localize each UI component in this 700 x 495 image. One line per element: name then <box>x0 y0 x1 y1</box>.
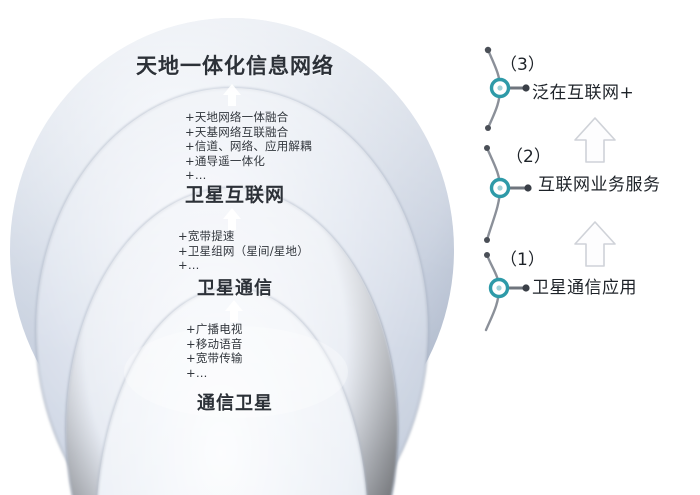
layer-4-title: 通信卫星 <box>197 393 273 414</box>
layer-1-title: 天地一体化信息网络 <box>136 54 334 78</box>
timeline-node-stage-1[interactable] <box>488 277 510 299</box>
up-arrow-lower-icon <box>574 221 616 267</box>
layer-3-bullet-3: +… <box>178 258 200 272</box>
core-highlight <box>124 326 348 418</box>
crest-arrow-1 <box>223 84 241 106</box>
layer-4-shell <box>96 287 368 495</box>
timeline-stage-2-number: （2） <box>506 147 551 167</box>
timeline-node-stage-3[interactable] <box>489 77 511 99</box>
timeline-stage-3-number: （3） <box>500 55 545 75</box>
timeline-progress-arrows <box>574 117 616 267</box>
layer-4-bullet-1: +广播电视 <box>186 322 243 336</box>
layer-4-bullet-4: +… <box>186 365 208 380</box>
layer-2-bullet-4: +通导遥一体化 <box>185 153 266 168</box>
layer-2-bullet-5: +… <box>185 168 207 182</box>
timeline-end-dots <box>484 46 492 258</box>
layer-2-title: 卫星互联网 <box>184 184 285 206</box>
timeline-stage-2-label: 互联网业务服务 <box>538 175 661 195</box>
crest-arrow-2 <box>223 208 241 230</box>
timeline-graphic <box>484 46 616 332</box>
evolution-timeline: （3） 泛在互联网+ （2） 互联网业务服务 （1） 卫星通信应用 <box>470 0 700 495</box>
timeline-stage-3-label: 泛在互联网+ <box>532 83 635 103</box>
timeline-nodes <box>488 77 511 299</box>
layer-3-title: 卫星通信 <box>197 278 273 299</box>
layer-2-bullet-1: +天地网络一体融合 <box>185 110 289 124</box>
timeline-node-stage-2[interactable] <box>489 177 511 199</box>
onion-sphere-graphic <box>10 18 454 495</box>
timeline-stage-1-label: 卫星通信应用 <box>532 278 637 298</box>
layer-2-bullet-3: +信道、网络、应用解耦 <box>185 139 312 153</box>
onion-sphere-labels: 天地一体化信息网络 +天地网络一体融合 +天基网络互联融合 +信道、网络、应用解… <box>136 54 334 414</box>
timeline-connector-dots <box>522 84 532 292</box>
layer-3-bullet-1: +宽带提速 <box>178 229 235 243</box>
layer-3-bullet-2: +卫星组网（星间/星地） <box>178 243 309 258</box>
layer-3-bullets: +宽带提速 +卫星组网（星间/星地） +… <box>178 229 309 273</box>
shell-crest-arrows <box>223 84 243 322</box>
timeline-stage-1-number: （1） <box>500 250 545 270</box>
crest-arrow-3 <box>225 300 243 322</box>
layer-4-bullets: +广播电视 +移动语音 +宽带传输 +… <box>186 322 243 380</box>
layer-2-bullet-2: +天基网络互联融合 <box>185 124 289 139</box>
up-arrow-upper-icon <box>574 117 616 163</box>
layer-4-bullet-3: +宽带传输 <box>186 351 243 365</box>
layer-2-bullets: +天地网络一体融合 +天基网络互联融合 +信道、网络、应用解耦 +通导遥一体化 … <box>185 110 312 183</box>
layer-4-bullet-2: +移动语音 <box>186 336 243 351</box>
